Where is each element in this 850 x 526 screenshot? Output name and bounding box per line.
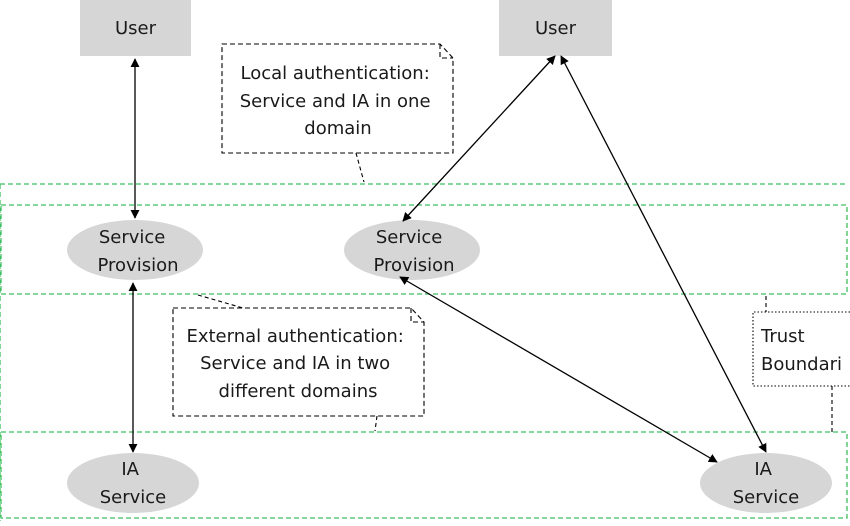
service-provision-label-mid: Service Provision xyxy=(373,227,454,276)
ia-domain-boundary xyxy=(0,431,848,519)
trust-callout-box xyxy=(752,311,850,387)
service-provision-label-left: Service Provision xyxy=(97,227,178,276)
user-label-left: User xyxy=(115,18,157,39)
external-auth-line1: External authentication: xyxy=(186,326,403,347)
local-auth-callout-text: Local authentication: Service and IA in … xyxy=(240,63,437,139)
service-provision-mid-line1: Service xyxy=(376,227,443,248)
ia-service-left-line2: Service xyxy=(100,487,167,508)
service-provision-left-line1: Service xyxy=(99,227,166,248)
external-auth-callout-box xyxy=(172,307,425,417)
trust-line2: Boundari xyxy=(761,354,842,375)
ia-service-label-right: IA Service xyxy=(733,459,800,508)
trust-callout-text: Trust Boundari xyxy=(760,326,842,375)
ia-service-left-line1: IA xyxy=(121,459,139,480)
local-auth-callout-box xyxy=(221,43,454,154)
external-auth-line3: different domains xyxy=(219,381,378,402)
trust-line1: Trust xyxy=(760,326,805,347)
service-domain-boundary xyxy=(0,204,848,295)
service-provision-left-line2: Provision xyxy=(97,255,178,276)
local-auth-line2: Service and IA in one xyxy=(240,91,431,112)
user-box-right xyxy=(499,0,612,56)
user-label-right: User xyxy=(535,18,577,39)
ia-service-right-line2: Service xyxy=(733,487,800,508)
arrows xyxy=(128,55,767,463)
external-auth-line2: Service and IA in two xyxy=(200,353,390,374)
service-provision-mid-line2: Provision xyxy=(373,255,454,276)
external-auth-callout-text: External authentication: Service and IA … xyxy=(186,326,409,402)
service-provision-ellipse-mid xyxy=(344,220,480,280)
arrow-service-to-ia-right xyxy=(399,276,718,463)
user-box-left xyxy=(80,0,191,56)
ia-service-ellipse-right xyxy=(700,453,832,513)
local-auth-line1: Local authentication: xyxy=(240,63,429,84)
external-callout-pointer xyxy=(197,294,378,432)
ia-service-ellipse-left xyxy=(67,453,199,513)
arrow-user-to-ia-right xyxy=(560,55,767,453)
ia-service-label-left: IA Service xyxy=(100,459,167,508)
ia-service-right-line1: IA xyxy=(754,459,772,480)
local-callout-pointer xyxy=(355,152,365,183)
arrow-user-to-service-mid xyxy=(402,55,556,222)
service-provision-ellipse-left xyxy=(67,220,203,280)
local-auth-line3: domain xyxy=(304,118,371,139)
